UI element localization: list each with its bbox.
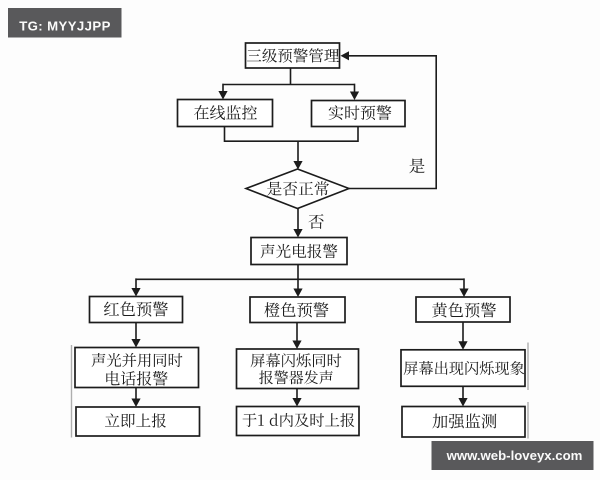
svg-text:www.web-loveyx.com: www.web-loveyx.com xyxy=(446,448,583,463)
svg-text:TG: MYYJJPP: TG: MYYJJPP xyxy=(19,19,111,34)
